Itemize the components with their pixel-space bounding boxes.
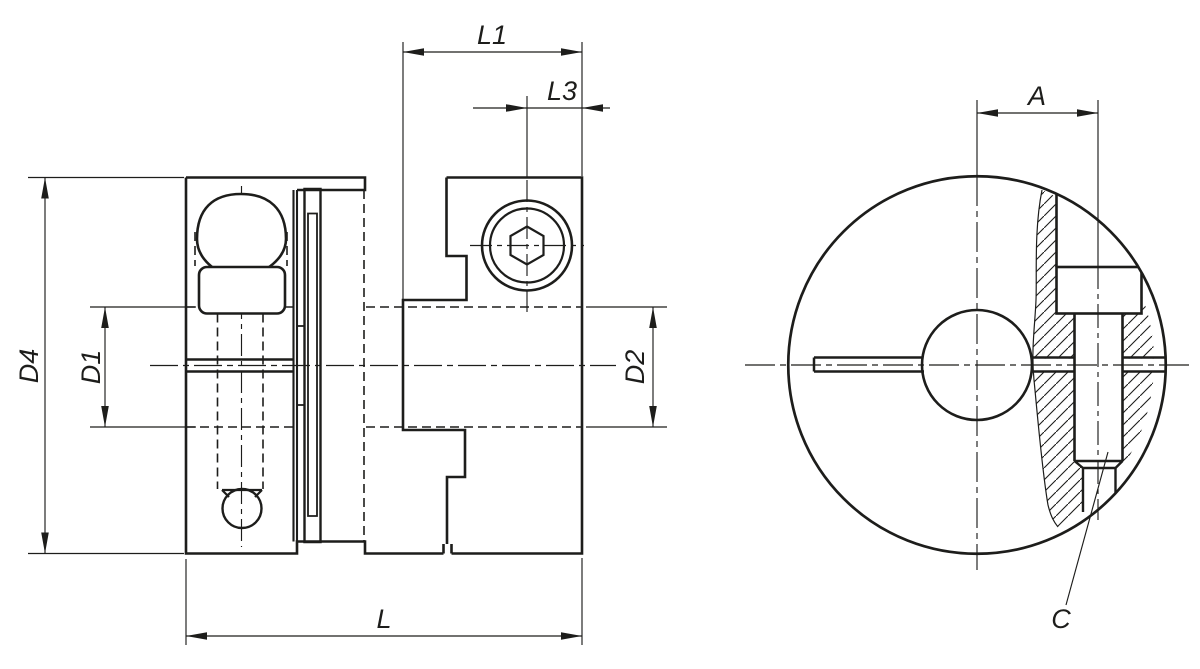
slit-band-left-white <box>1030 358 1074 373</box>
dim-l-extensions <box>185 558 583 645</box>
callout-c: C <box>1051 451 1109 634</box>
screw-shank-walls <box>1073 313 1124 461</box>
disc-inner <box>307 212 318 517</box>
dim-d4-extensions <box>28 176 184 555</box>
right-hub-bore-hidden <box>366 306 582 428</box>
dim-d4-label: D4 <box>14 349 44 384</box>
screw-head-white <box>1056 267 1142 314</box>
set-screw-inner-circle <box>488 207 566 284</box>
dim-d2-label: D2 <box>620 350 650 385</box>
hub-flange-faces <box>292 190 299 542</box>
front-slit-right <box>1031 356 1165 373</box>
dim-l3-arrows <box>506 104 603 112</box>
dim-l1-label: L1 <box>477 20 507 50</box>
clamp-screw-end-circle <box>221 487 263 530</box>
disc-groove-lines <box>297 325 305 406</box>
break-line <box>1032 189 1059 528</box>
left-hub-bore-hidden <box>186 306 293 428</box>
right-hub <box>401 176 584 555</box>
dim-l: L <box>185 558 583 645</box>
dim-l1-arrows <box>403 48 582 56</box>
dim-d1-extensions <box>90 306 196 428</box>
center-disc <box>292 187 322 544</box>
clamp-slit-lines <box>186 358 294 373</box>
dim-l1: L1 <box>402 20 583 300</box>
dim-d1: D1 <box>76 306 196 428</box>
thread-hole-walls <box>1081 468 1117 512</box>
counterbore-opening-blob <box>195 192 288 280</box>
dim-l3: L3 <box>473 76 610 177</box>
dim-l-label: L <box>376 604 391 634</box>
front-view-section <box>812 189 1165 528</box>
dim-a-label: A <box>1026 81 1046 111</box>
hex-socket <box>509 225 545 266</box>
front-view-centerlines <box>745 176 1193 570</box>
dim-d2: D2 <box>586 306 667 428</box>
screw-pocket <box>197 265 287 315</box>
right-hub-jaw-profile <box>401 177 468 544</box>
front-view: A C <box>745 81 1193 634</box>
slit-band-right-white <box>1123 358 1165 373</box>
callout-c-label: C <box>1051 604 1071 634</box>
disc-outer <box>303 187 322 544</box>
right-hub-block-outline <box>442 176 584 555</box>
clamp-screw-hole-hidden <box>216 313 264 489</box>
set-screw-outer-circle <box>480 199 574 292</box>
side-view: D4 D1 D2 L1 L3 <box>14 20 667 645</box>
callout-c-leader <box>1065 451 1109 606</box>
dim-a: A <box>976 81 1099 265</box>
dim-d1-label: D1 <box>76 350 106 385</box>
dim-l1-extensions <box>402 42 583 300</box>
screw-head-outline <box>1055 265 1143 315</box>
dim-l3-label: L3 <box>547 76 577 106</box>
dim-d4: D4 <box>14 176 184 555</box>
left-hub-top-outline <box>186 176 367 192</box>
